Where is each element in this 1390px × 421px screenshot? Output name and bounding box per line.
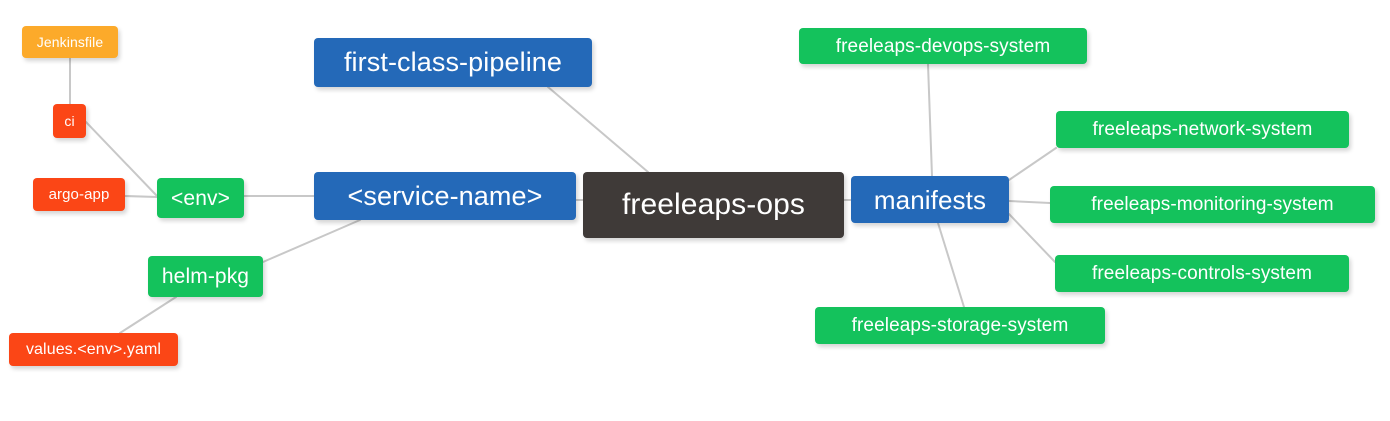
node-label-argo-app: argo-app <box>48 186 110 203</box>
edge-manifests-to-freeleaps-storage-system <box>937 222 965 308</box>
node-label-freeleaps-controls-system: freeleaps-controls-system <box>1091 263 1313 284</box>
edge-helm-pkg-to-service-name <box>262 219 361 263</box>
node-label-freeleaps-devops-system: freeleaps-devops-system <box>835 35 1051 57</box>
edge-manifests-to-freeleaps-controls-system <box>1008 213 1056 263</box>
node-label-first-class-pipeline: first-class-pipeline <box>343 47 563 77</box>
node-argo-app[interactable]: argo-app <box>33 178 125 211</box>
node-ci[interactable]: ci <box>53 104 86 138</box>
node-manifests[interactable]: manifests <box>851 176 1009 223</box>
edge-values-env-yaml-to-helm-pkg <box>119 296 177 334</box>
node-label-freeleaps-network-system: freeleaps-network-system <box>1092 119 1313 140</box>
node-freeleaps-ops[interactable]: freeleaps-ops <box>583 172 844 238</box>
node-freeleaps-monitoring-system[interactable]: freeleaps-monitoring-system <box>1050 186 1375 223</box>
node-label-jenkinsfile: Jenkinsfile <box>36 34 104 50</box>
node-label-ci: ci <box>64 113 75 129</box>
node-label-manifests: manifests <box>873 184 987 215</box>
node-label-freeleaps-monitoring-system: freeleaps-monitoring-system <box>1091 194 1334 215</box>
edge-manifests-to-freeleaps-network-system <box>1008 147 1057 181</box>
node-freeleaps-controls-system[interactable]: freeleaps-controls-system <box>1055 255 1349 292</box>
node-jenkinsfile[interactable]: Jenkinsfile <box>22 26 118 58</box>
node-label-env: <env> <box>171 186 230 210</box>
node-helm-pkg[interactable]: helm-pkg <box>148 256 263 297</box>
node-service-name[interactable]: <service-name> <box>314 172 576 220</box>
edge-manifests-to-freeleaps-monitoring-system <box>1008 200 1051 204</box>
node-values-env-yaml[interactable]: values.<env>.yaml <box>9 333 178 366</box>
node-label-freeleaps-storage-system: freeleaps-storage-system <box>851 315 1069 336</box>
edge-first-class-pipeline-to-freeleaps-ops <box>547 86 649 173</box>
node-label-freeleaps-ops: freeleaps-ops <box>621 188 806 221</box>
node-freeleaps-network-system[interactable]: freeleaps-network-system <box>1056 111 1349 148</box>
node-label-values-env-yaml: values.<env>.yaml <box>25 340 162 358</box>
node-first-class-pipeline[interactable]: first-class-pipeline <box>314 38 592 87</box>
node-label-service-name: <service-name> <box>347 180 543 211</box>
node-freeleaps-storage-system[interactable]: freeleaps-storage-system <box>815 307 1105 344</box>
edge-manifests-to-freeleaps-devops-system <box>927 63 933 177</box>
node-env[interactable]: <env> <box>157 178 244 218</box>
edge-argo-app-to-env <box>124 195 158 198</box>
node-label-helm-pkg: helm-pkg <box>161 265 250 288</box>
node-freeleaps-devops-system[interactable]: freeleaps-devops-system <box>799 28 1087 64</box>
